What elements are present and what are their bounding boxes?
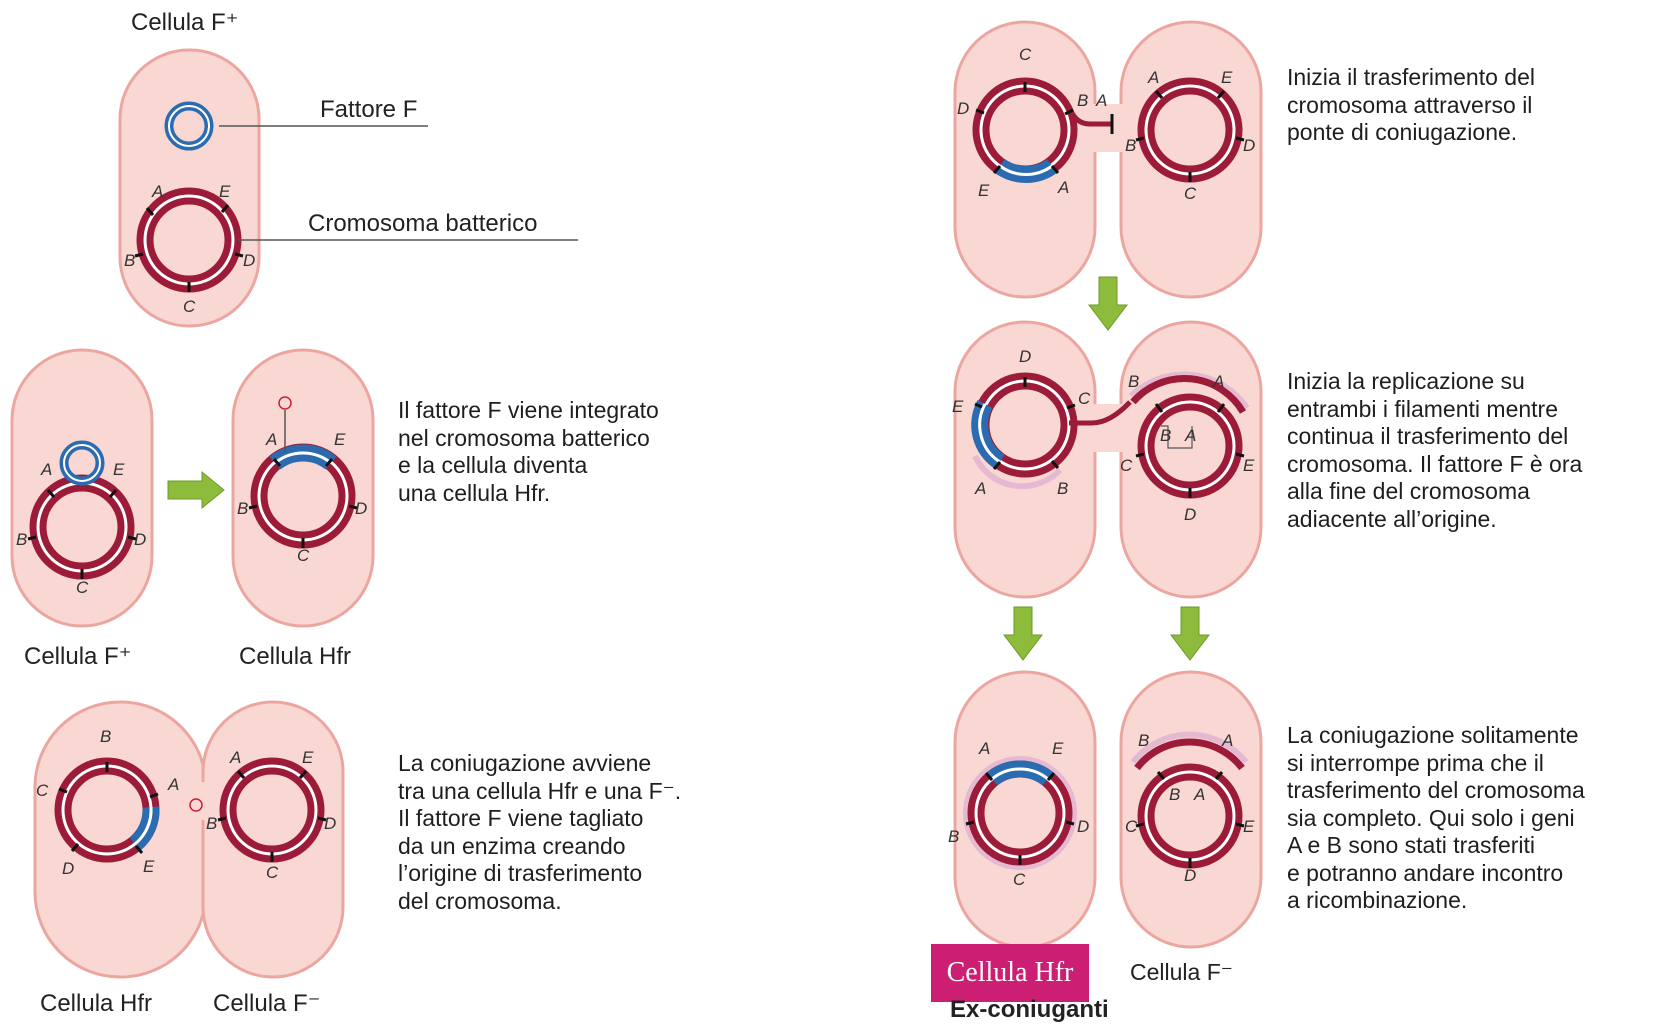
gene-label-a: A: [1184, 426, 1196, 445]
conjugation-bridge: [1090, 104, 1126, 152]
gene-label-e: E: [143, 857, 155, 876]
gene-label-a: A: [1057, 178, 1069, 197]
gene-label-b: B: [1138, 731, 1149, 750]
gene-label-a: A: [265, 430, 277, 449]
gene-label-b: B: [1160, 426, 1171, 445]
gene-label-d: D: [1184, 866, 1196, 885]
gene-label-c: C: [1013, 870, 1026, 889]
gene-label-b: B: [237, 499, 248, 518]
gene-label-d: D: [243, 251, 255, 270]
panel2-left-label: Cellula F⁺: [24, 643, 131, 670]
f-minus-cell-body: [203, 702, 343, 977]
gene-label-c: C: [76, 578, 89, 597]
panel3-description: La coniugazione avviene tra una cellula …: [398, 750, 681, 915]
gene-label-e: E: [952, 397, 964, 416]
panel3-right-label: Cellula F⁻: [213, 990, 320, 1017]
gene-label-e: E: [1243, 817, 1255, 836]
gene-label-a: A: [1147, 68, 1159, 87]
gene-label-a: A: [1221, 731, 1233, 750]
gene-label-a: A: [167, 775, 179, 794]
gene-label-c: C: [36, 781, 49, 800]
panel6-right-label: Cellula F⁻: [1130, 959, 1233, 985]
panel5-description: Inizia la replicazione su entrambi i fil…: [1287, 368, 1582, 533]
arrow-down-icon: [1171, 607, 1209, 660]
gene-label-c: C: [1078, 389, 1091, 408]
gene-label-c: C: [266, 863, 279, 882]
panel2-description: Il fattore F viene integrato nel cromoso…: [398, 397, 659, 507]
gene-label-a: A: [974, 479, 986, 498]
panel4-description: Inizia il trasferimento del cromosoma at…: [1287, 64, 1535, 147]
gene-label-d: D: [1019, 347, 1031, 366]
gene-label-d: D: [355, 499, 367, 518]
chromosome-label: Cromosoma batterico: [308, 210, 537, 237]
gene-label-b: B: [16, 530, 27, 549]
gene-label-b: B: [1077, 91, 1088, 110]
gene-label-b: B: [100, 727, 111, 746]
panel6-description: La coniugazione solitamente si interromp…: [1287, 722, 1585, 915]
gene-label-a: A: [1095, 91, 1107, 110]
gene-label-d: D: [1184, 505, 1196, 524]
ex-coniuganti-label: Ex-coniuganti: [950, 996, 1250, 1024]
gene-label-e: E: [219, 182, 231, 201]
gene-label-a: A: [1212, 372, 1224, 391]
gene-label-d: D: [324, 814, 336, 833]
gene-label-c: C: [183, 297, 196, 316]
gene-label-a: A: [40, 460, 52, 479]
fattore-f-label: Fattore F: [320, 96, 417, 123]
gene-label-c: C: [1120, 456, 1133, 475]
gene-label-b: B: [1169, 785, 1180, 804]
gene-label-e: E: [302, 748, 314, 767]
gene-label-b: B: [1057, 479, 1068, 498]
hfr-cell-body: [35, 702, 206, 977]
panel2-right-label: Cellula Hfr: [239, 643, 351, 670]
gene-label-a: A: [229, 748, 241, 767]
gene-label-a: A: [1193, 785, 1205, 804]
gene-label-d: D: [1243, 136, 1255, 155]
gene-label-d: D: [134, 530, 146, 549]
gene-label-b: B: [948, 827, 959, 846]
gene-label-b: B: [124, 251, 135, 270]
gene-label-e: E: [113, 460, 125, 479]
gene-label-c: C: [1184, 184, 1197, 203]
arrow-down-icon: [1004, 607, 1042, 660]
panel6-left-label: Cellula Hfr: [931, 944, 1089, 1002]
gene-label-c: C: [1019, 45, 1032, 64]
arrow-down-icon: [1089, 277, 1127, 330]
cell-f-plus-title: Cellula F⁺: [131, 9, 238, 36]
gene-label-e: E: [978, 181, 990, 200]
gene-label-a: A: [151, 182, 163, 201]
gene-label-d: D: [62, 859, 74, 878]
gene-label-e: E: [1243, 456, 1255, 475]
gene-label-e: E: [1052, 739, 1064, 758]
gene-label-d: D: [957, 99, 969, 118]
gene-label-d: D: [1077, 817, 1089, 836]
gene-label-b: B: [206, 814, 217, 833]
gene-label-c: C: [297, 546, 310, 565]
gene-label-e: E: [1221, 68, 1233, 87]
gene-label-a: A: [978, 739, 990, 758]
panel3-left-label: Cellula Hfr: [40, 990, 152, 1017]
arrow-right-icon: [168, 472, 224, 508]
gene-label-b: B: [1128, 372, 1139, 391]
gene-label-b: B: [1125, 136, 1136, 155]
f-minus-cell-body: [1121, 22, 1261, 297]
gene-label-e: E: [334, 430, 346, 449]
gene-label-c: C: [1125, 817, 1138, 836]
